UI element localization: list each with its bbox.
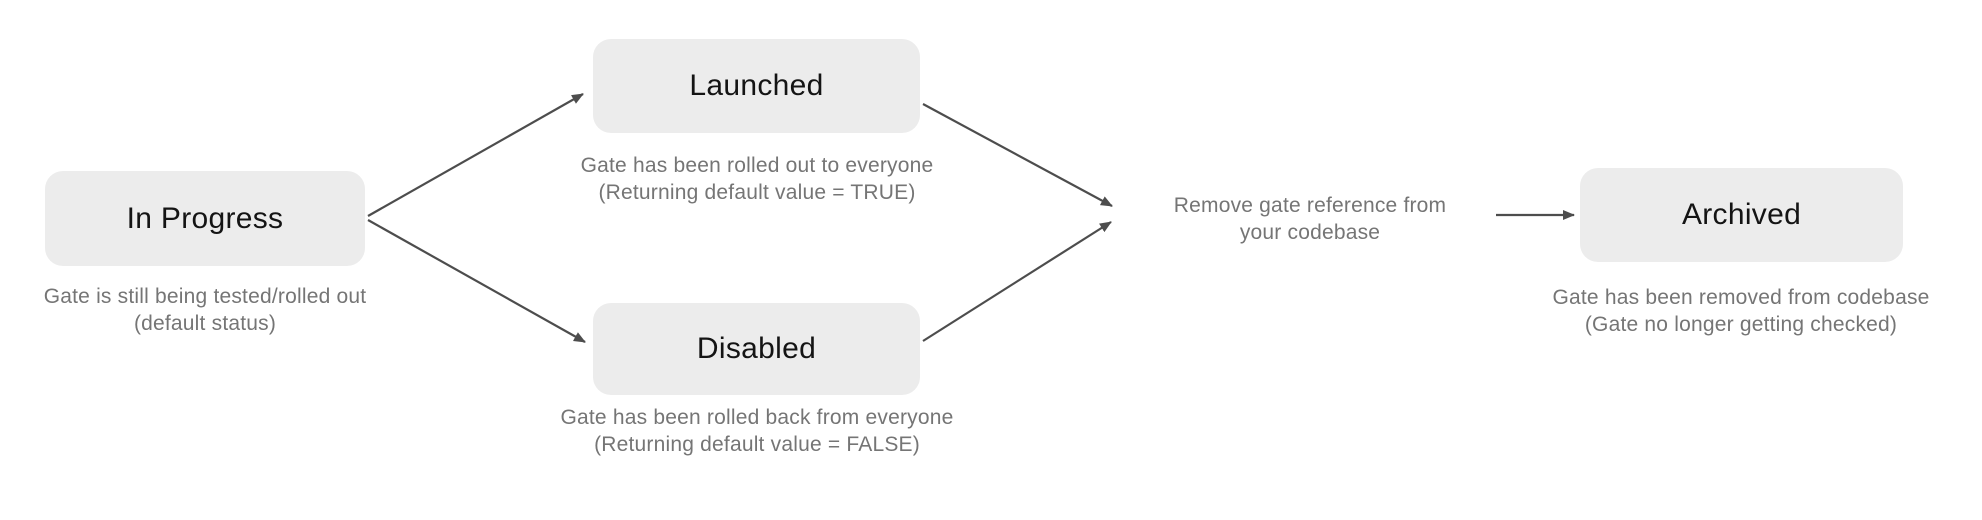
node-archived-label: Archived [1681,198,1802,231]
arrow-in-progress-to-disabled [367,219,586,343]
note-remove-gate-line1: Remove gate reference from [1173,194,1447,217]
node-launched-label: Launched [689,69,824,102]
caption-disabled-line2: (Returning default value = FALSE) [594,433,920,456]
note-remove-gate: Remove gate reference from your codebase [1110,192,1510,246]
arrow-launched-to-remove-note [922,103,1113,207]
arrow-disabled-to-remove-note [922,221,1112,342]
caption-archived-line1: Gate has been removed from codebase [1552,286,1930,309]
caption-in-progress: Gate is still being tested/rolled out (d… [5,283,405,337]
node-launched: Launched [593,39,920,133]
node-disabled-label: Disabled [696,332,817,365]
arrow-in-progress-to-launched [367,93,584,217]
caption-disabled-line1: Gate has been rolled back from everyone [560,406,954,429]
node-in-progress: In Progress [45,171,365,266]
node-archived: Archived [1580,168,1903,262]
caption-disabled: Gate has been rolled back from everyone … [557,404,957,458]
node-disabled: Disabled [593,303,920,395]
caption-in-progress-line2: (default status) [133,312,277,335]
caption-launched: Gate has been rolled out to everyone (Re… [557,152,957,206]
node-in-progress-label: In Progress [126,201,284,235]
caption-archived-line2: (Gate no longer getting checked) [1584,313,1898,336]
note-remove-gate-line2: your codebase [1239,221,1381,244]
caption-launched-line2: (Returning default value = TRUE) [598,181,916,204]
caption-archived: Gate has been removed from codebase (Gat… [1541,284,1941,338]
caption-launched-line1: Gate has been rolled out to everyone [580,154,934,177]
caption-in-progress-line1: Gate is still being tested/rolled out [43,285,367,308]
